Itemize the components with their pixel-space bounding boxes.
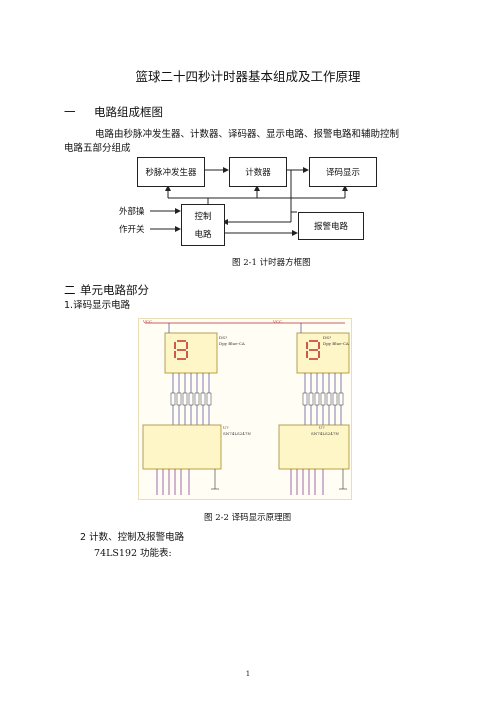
control-label-line2: 电路 [194,230,212,240]
left-chip-ref: U? [223,425,229,430]
schematic-drawing [142,322,350,495]
section1-paragraph-line2: 电路五部分组成 [64,143,131,154]
pulse-generator-block: 秒脉冲发生器 [137,157,205,187]
figure-2-1-caption: 图 2-1 计时器方框图 [232,258,311,268]
section1-heading: 电路组成框图 [94,105,163,119]
right-display-part: Dpy Blue-CA [323,341,349,346]
page-title: 篮球二十四秒计时器基本组成及工作原理 [135,69,361,84]
alarm-label: 报警电路 [313,222,348,232]
counter-block: 计数器 [229,157,287,187]
counter-label: 计数器 [245,168,271,178]
decoder-display-label: 译码显示 [325,168,360,178]
control-circuit-block: 控制 电路 [181,204,225,246]
left-display-unit [142,323,222,495]
external-switch-label-line2: 作开关 [119,225,145,235]
decoder-display-block: 译码显示 [309,157,377,187]
section1-heading-number: 一 [64,105,76,119]
vcc-label-left: VCC [143,319,153,324]
page-number: 1 [245,670,251,678]
right-display-ref: DS? [323,335,332,340]
left-display-ref: DS? [219,335,228,340]
section2-heading: 单元电路部分 [80,283,149,297]
control-label-line1: 控制 [194,212,212,222]
function-table-intro: 74LS192 功能表: [94,548,172,559]
vcc-label-right: VCC [273,319,283,324]
right-chip-part: SN74LS247N [311,431,339,436]
section1-paragraph-line1: 电路由秒脉冲发生器、计数器、译码器、显示电路、报警电路和辅助控制 [95,129,400,140]
external-switch-label-line1: 外部操 [119,207,145,217]
right-chip-ref: U? [319,425,325,430]
decoder-display-schematic: VCC VCC DS? Dpy Blue-CA DS? Dpy Blue-CA … [138,318,352,500]
subsection-counter-control-alarm: 2 计数、控制及报警电路 [80,532,185,543]
section2-heading-number: 二 [64,283,76,297]
left-chip-part: SN74LS247N [223,431,251,436]
left-display-part: Dpy Blue-CA [219,341,245,346]
subsection-decoder-display: 1.译码显示电路 [64,300,131,311]
right-display-unit [278,323,350,495]
pulse-generator-label: 秒脉冲发生器 [145,168,197,178]
alarm-circuit-block: 报警电路 [298,212,364,240]
figure-2-2-caption: 图 2-2 译码显示原理图 [204,513,292,523]
